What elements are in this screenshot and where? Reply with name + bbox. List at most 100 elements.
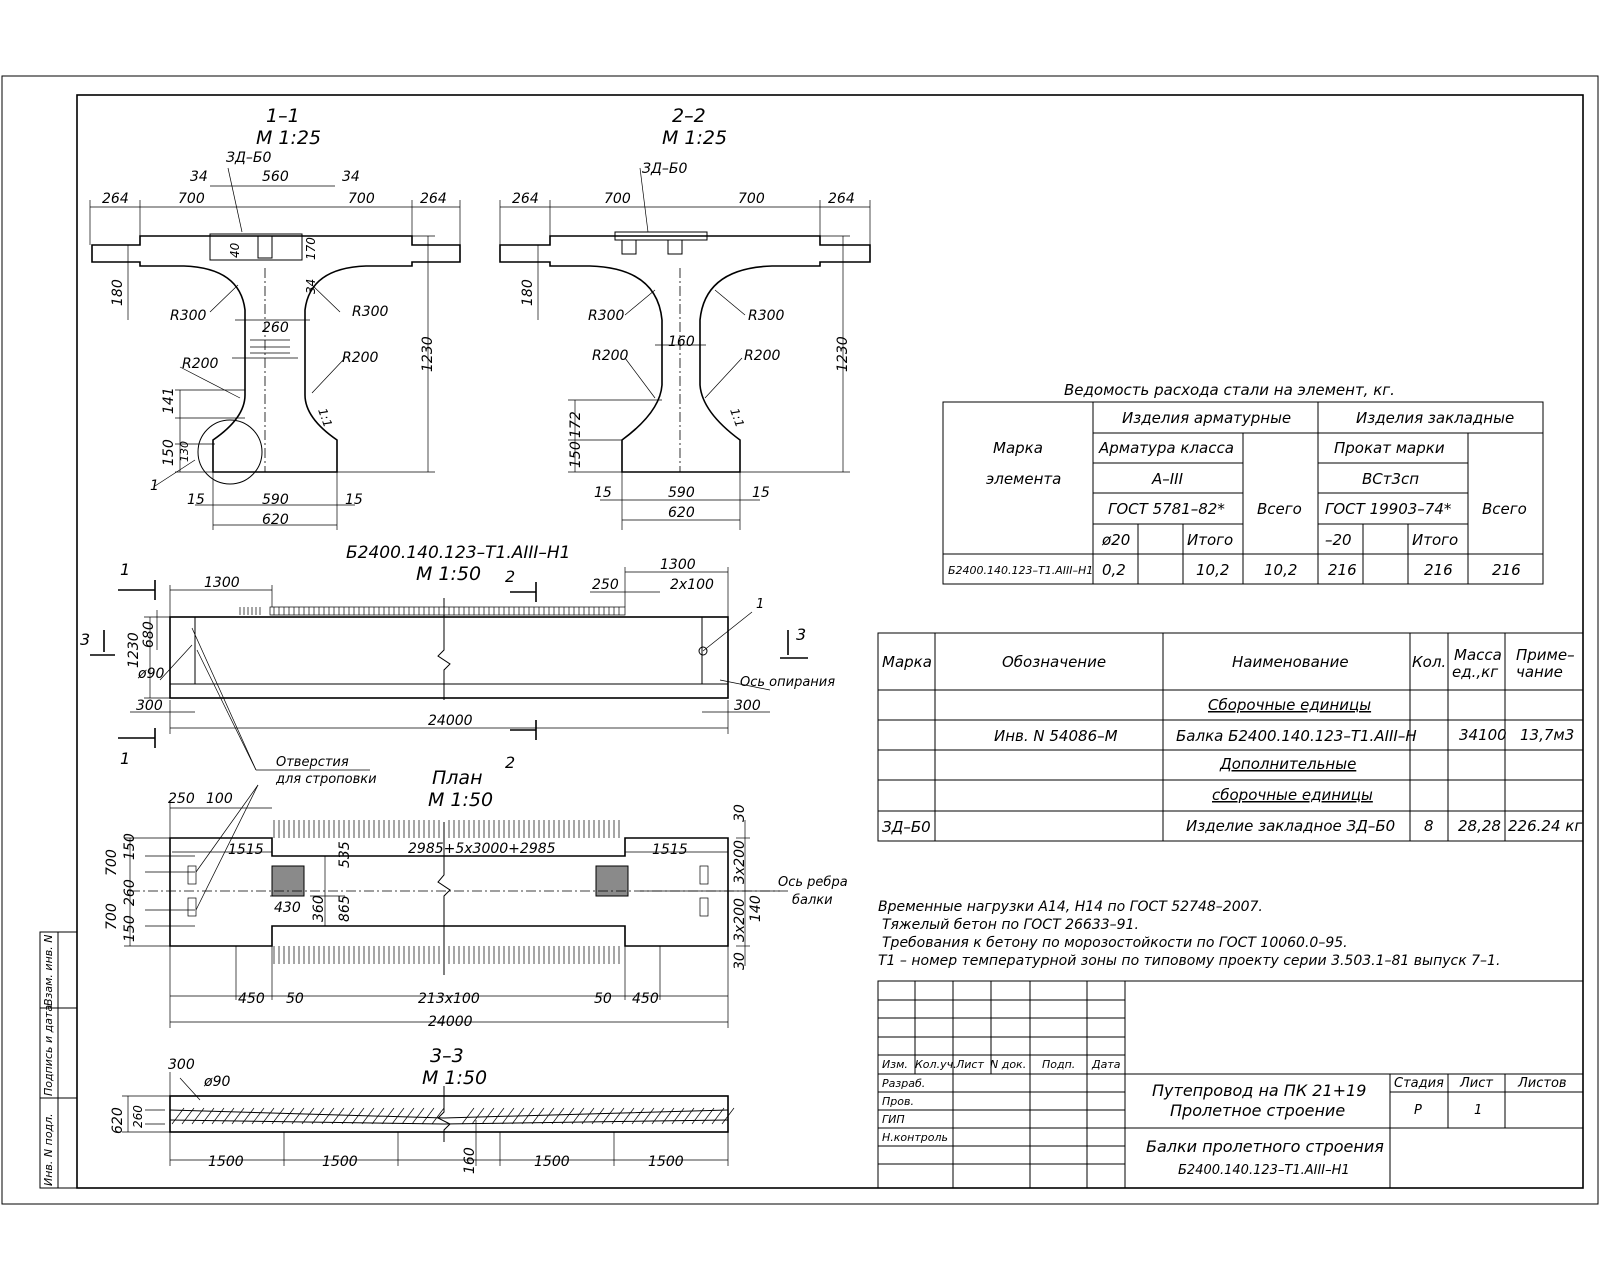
plan-dim-140: 140 [748,895,764,922]
plan-rib-axis-2: балки [792,893,833,908]
elev-dim-300b: 300 [734,698,761,714]
tb-col-podp: Подп. [1042,1058,1075,1071]
steel-h-total2: Всего [1482,500,1527,518]
plan-dim-30a: 30 [732,804,748,822]
steel-row-total2: 216 [1424,561,1453,579]
hatch-line [221,1107,235,1125]
sec33-dim-620: 620 [110,1107,126,1134]
section-2-2: 2–2 М 1:25 [499,105,871,530]
spec-row5-note: 226.24 кг [1508,817,1582,835]
steel-row-all2: 216 [1492,561,1521,579]
sec22-r300b: R300 [748,308,785,324]
tb-project-1: Путепровод на ПК 21+19 [1152,1081,1366,1100]
plan-dim-150b: 150 [122,915,138,942]
hatch-line [331,1107,345,1125]
hatch-line [591,1107,605,1125]
hatch-line [201,1107,215,1125]
hatch-line [541,1107,555,1125]
plan-dim-865: 865 [337,895,353,922]
sec22-dim-150: 150 [568,441,584,468]
spec-row2-designation: Инв. N 54086–М [994,727,1118,745]
steel-h-rebar: Изделия арматурные [1122,409,1291,427]
sec11-embedded [209,233,303,261]
hatch-line [681,1107,695,1125]
plan-dim-100: 100 [206,791,233,807]
sec11-dim-590: 590 [262,492,289,508]
hatch-line [721,1107,735,1125]
tb-h-sheets: Листов [1517,1076,1567,1091]
elev-dim-1300a: 1300 [204,575,240,591]
plan-dim-3x200a: 3x200 [732,840,748,884]
hatch-line [191,1107,205,1125]
hatch-line [211,1107,225,1125]
hatch-line [651,1107,665,1125]
sec11-dim-150: 150 [161,439,177,466]
spec-row-additional-2: сборочные единицы [1212,786,1373,804]
plan-dim-430: 430 [274,900,301,916]
hatch-line [411,1107,425,1125]
spec-row5-mark: ЗД–Б0 [882,818,931,836]
plan-dim-450a: 450 [238,991,265,1007]
sec22-dim-700a: 700 [604,191,631,207]
elev-holes-2: для строповки [275,772,377,787]
hatch-line [431,1107,445,1125]
sec22-outline [499,235,871,473]
sec11-dim-700a: 700 [178,191,205,207]
hatch-line [301,1107,315,1125]
inner-frame [76,94,1584,1189]
sec11-dim-170: 170 [304,237,318,260]
note-3: Требования к бетону по морозостойкости п… [882,935,1348,951]
hatch-line [491,1107,505,1125]
sec22-r200b: R200 [744,348,781,364]
steel-rebar-gost: ГОСТ 5781–82* [1108,500,1225,518]
hatch-line [531,1107,545,1125]
hatch-line [361,1107,375,1125]
hatch-line [341,1107,355,1125]
hatch-line [621,1107,635,1125]
hatch-line [271,1107,285,1125]
sec11-mark-1: 1 [150,478,159,494]
sec33-dim-300: 300 [168,1057,195,1073]
hatch-line [661,1107,675,1125]
sec22-slope: 1:1 [727,406,747,429]
section-1-1: 1–1 М 1:25 [89,105,461,530]
steel-profile-gost: ГОСТ 19903–74* [1325,500,1452,518]
sec11-r200b: R200 [342,350,379,366]
sec11-dim-15a: 15 [187,492,205,508]
elev-scale: М 1:50 [416,563,481,585]
sec11-dim-15b: 15 [345,492,363,508]
elev-dim-300a: 300 [136,698,163,714]
stamp-inv: Инв. N подл. [42,1113,55,1186]
steel-table: Ведомость расхода стали на элемент, кг. … [942,381,1544,585]
steel-rebar-class: А–III [1151,470,1184,488]
elev-dim-250: 250 [592,577,619,593]
sec11-detail-circle [197,419,263,485]
sec33-dim-160: 160 [462,1147,478,1174]
steel-sub-20: –20 [1325,531,1352,549]
sec22-dim-700b: 700 [738,191,765,207]
sec11-scale: М 1:25 [256,127,321,149]
elev-dim-2x100: 2x100 [670,577,714,593]
steel-h-profile: Прокат марки [1334,439,1445,457]
tb-sheet: 1 [1474,1103,1482,1118]
steel-h-mark2: элемента [986,470,1061,488]
hatch-line [551,1107,565,1125]
sec22-dim-590: 590 [668,485,695,501]
hatch-line [351,1107,365,1125]
tb-col-ndok: N док. [990,1058,1026,1071]
elev-mark-1c: 1 [756,597,764,612]
sec11-dim-620: 620 [262,512,289,528]
sec11-dim-130: 130 [178,441,191,462]
tb-doc-1: Балки пролетного строения [1146,1137,1384,1156]
sec22-scale: М 1:25 [662,127,727,149]
hatch-line [501,1107,515,1125]
hatch-line [371,1107,385,1125]
plan-dim-250: 250 [168,791,195,807]
plan-dim-700b: 700 [104,903,120,930]
hatch-line [671,1107,685,1125]
sec22-dim-15b: 15 [752,485,770,501]
hatch-line [171,1107,185,1125]
elev-dim-1230: 1230 [126,632,142,668]
tb-col-koluch: Кол.уч. [915,1058,957,1071]
sec33-dim-1500c: 1500 [534,1154,570,1170]
